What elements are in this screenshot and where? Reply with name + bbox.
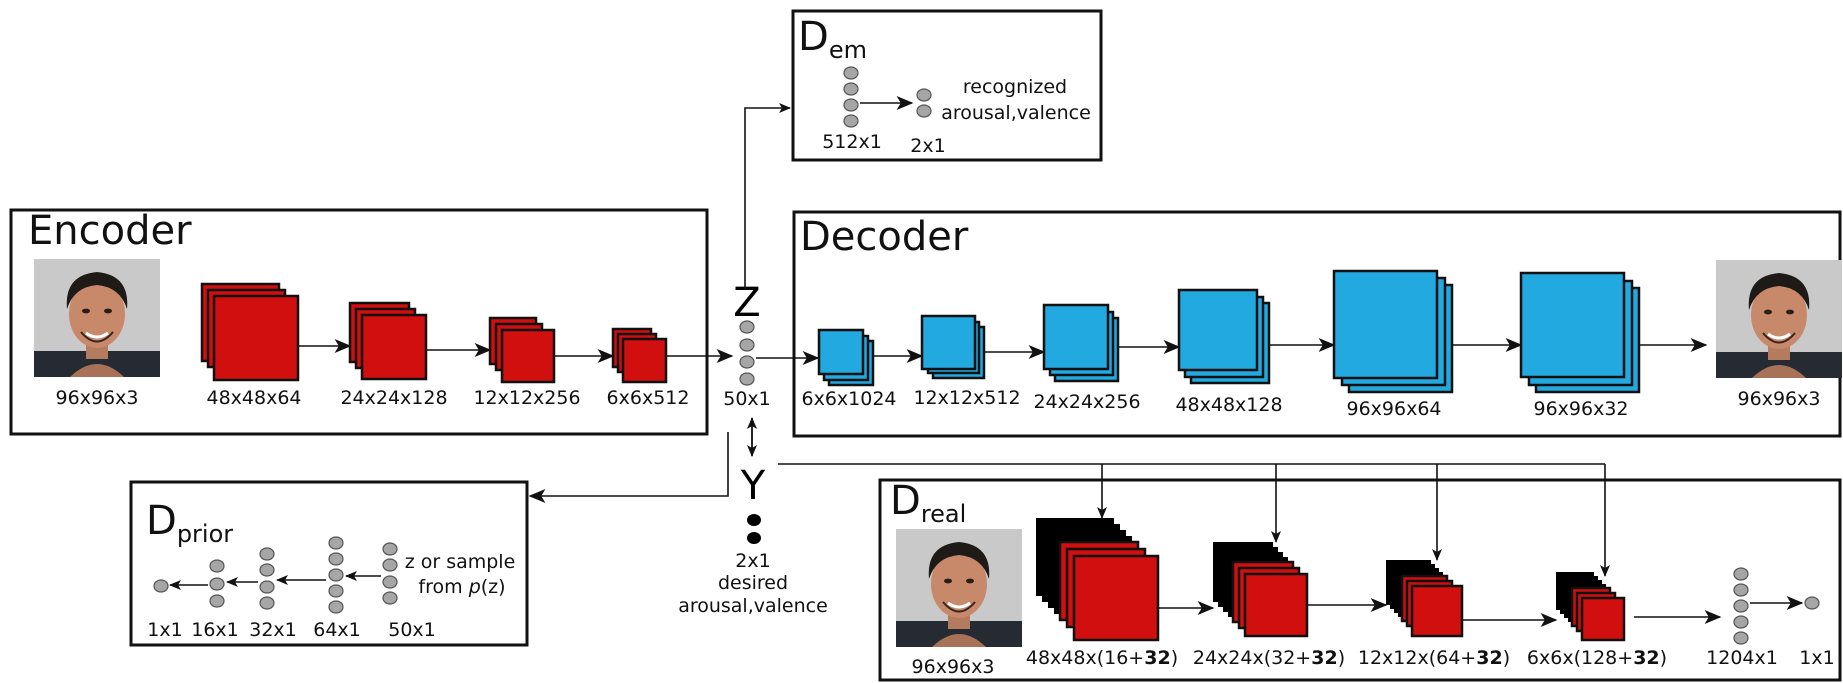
d-prior-caption: z or sample <box>405 551 516 573</box>
decoder-block-1 <box>817 328 875 387</box>
d-real-block-4 <box>1556 572 1626 642</box>
decoder-output-label: 96x96x3 <box>1738 388 1821 410</box>
z-nodes <box>739 320 755 386</box>
decoder-layer-label: 24x24x256 <box>1033 391 1140 413</box>
encoder-block-1 <box>200 282 300 382</box>
d-prior-nodes-32 <box>259 547 275 610</box>
decoder-block-6 <box>1519 271 1641 394</box>
d-em-caption: arousal,valence <box>941 102 1091 124</box>
d-prior-nodes-50 <box>382 542 398 605</box>
d-em-nodes-512 <box>843 66 859 128</box>
z-size-label: 50x1 <box>723 388 771 410</box>
face-photo-icon <box>1714 258 1843 380</box>
d-real-layer-label: 12x12x(64+32) <box>1358 647 1510 669</box>
d-em-layer-label: 512x1 <box>822 131 882 153</box>
d-em-caption: recognized <box>963 76 1067 98</box>
d-prior-layer-label: 1x1 <box>147 619 182 641</box>
encoder-block-2 <box>348 301 428 381</box>
encoder-input-label: 96x96x3 <box>56 387 139 409</box>
d-real-fc-label: 1204x1 <box>1706 647 1778 669</box>
decoder-block-3 <box>1042 303 1120 383</box>
decoder-layer-label: 6x6x1024 <box>801 388 896 410</box>
d-real-output-node <box>1804 596 1820 610</box>
encoder-layer-label: 48x48x64 <box>206 387 301 409</box>
d-real-input-label: 96x96x3 <box>912 656 995 678</box>
decoder-layer-label: 96x96x32 <box>1533 398 1628 420</box>
d-prior-layer-label: 64x1 <box>313 619 361 641</box>
d-em-layer-label: 2x1 <box>910 135 945 157</box>
d-real-layer-label: 24x24x(32+32) <box>1193 647 1345 669</box>
y-caption: arousal,valence <box>678 595 828 617</box>
d-real-fc-nodes <box>1733 567 1749 645</box>
y-nodes <box>747 514 761 544</box>
d-prior-layer-label: 16x1 <box>191 619 239 641</box>
d-prior-nodes-16 <box>209 559 225 608</box>
decoder-layer-label: 96x96x64 <box>1346 398 1441 420</box>
d-prior-nodes-64 <box>328 536 344 614</box>
encoder-block-3 <box>488 316 556 384</box>
face-photo-icon <box>894 527 1024 649</box>
z-to-d-prior-arrow <box>528 432 729 503</box>
decoder-layer-label: 48x48x128 <box>1175 394 1282 416</box>
d-real-block-1 <box>1036 518 1160 642</box>
y-label: Y <box>740 463 766 509</box>
encoder-layer-label: 6x6x512 <box>607 387 690 409</box>
decoder-title: Decoder <box>800 214 969 260</box>
d-prior-caption: from p(z) <box>418 576 505 598</box>
decoder-block-5 <box>1332 269 1454 394</box>
y-size-label: 2x1 <box>735 550 770 572</box>
d-em-box <box>791 9 1103 162</box>
encoder-layer-label: 12x12x256 <box>473 387 580 409</box>
d-prior-layer-label: 50x1 <box>388 619 436 641</box>
encoder-block-4 <box>611 327 668 384</box>
d-em-nodes-2 <box>916 88 932 118</box>
d-real-layer-label: 48x48x(16+32) <box>1026 647 1178 669</box>
encoder-box <box>9 208 709 436</box>
d-real-box <box>878 478 1842 682</box>
d-prior-layer-label: 32x1 <box>249 619 297 641</box>
d-real-block-3 <box>1386 560 1464 638</box>
d-prior-node-1 <box>153 579 169 593</box>
d-real-output-label: 1x1 <box>1799 647 1834 669</box>
z-to-d-em-arrow <box>744 103 791 290</box>
face-photo-icon <box>32 257 162 379</box>
z-label: Z <box>733 280 760 326</box>
d-em-title: Dem <box>798 14 867 64</box>
y-caption: desired <box>718 572 788 594</box>
encoder-title: Encoder <box>28 208 192 254</box>
decoder-block-4 <box>1177 288 1271 385</box>
d-real-block-2 <box>1213 542 1309 638</box>
decoder-layer-label: 12x12x512 <box>913 387 1020 409</box>
d-prior-title: Dprior <box>146 498 233 548</box>
d-prior-box <box>129 480 529 647</box>
decoder-block-2 <box>920 314 986 380</box>
d-real-layer-label: 6x6x(128+32) <box>1527 647 1667 669</box>
encoder-layer-label: 24x24x128 <box>340 387 447 409</box>
d-real-title: Dreal <box>890 478 966 528</box>
